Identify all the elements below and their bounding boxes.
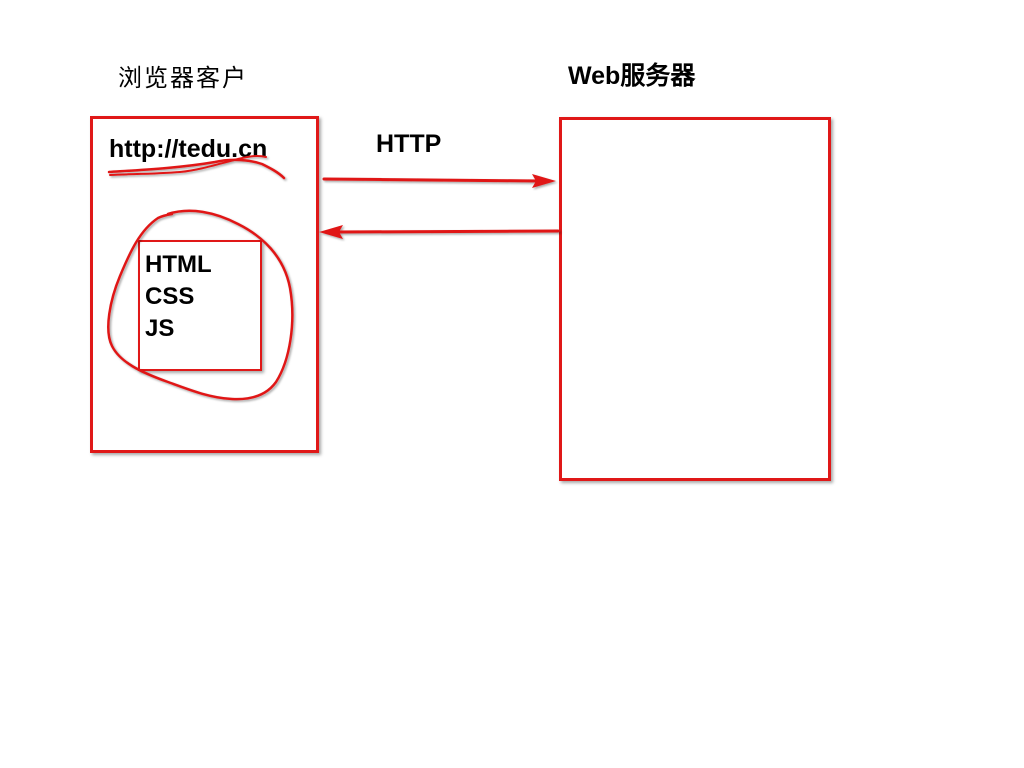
protocol-label: HTTP: [376, 130, 442, 158]
server-box: [559, 117, 831, 481]
url-label: http://tedu.cn: [109, 135, 268, 163]
content-item-html: HTML: [145, 251, 212, 278]
response-arrow: [319, 225, 560, 239]
server-title: Web服务器: [568, 62, 696, 90]
content-item-css: CSS: [145, 283, 195, 310]
content-item-js: JS: [145, 315, 175, 342]
request-arrow: [322, 174, 556, 188]
client-box: [90, 116, 319, 453]
client-title: 浏览器客户: [118, 64, 248, 92]
